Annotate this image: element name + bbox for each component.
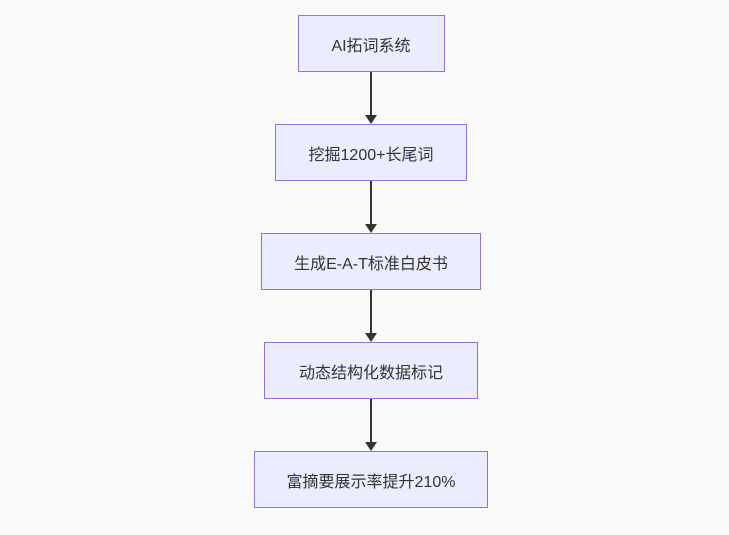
arrowhead-down-icon — [365, 442, 377, 451]
flow-node-label: 挖掘1200+长尾词 — [308, 146, 434, 164]
flow-node-label: 富摘要展示率提升210% — [286, 473, 456, 491]
flow-arrow-3 — [364, 290, 378, 342]
flow-arrow-2 — [364, 181, 378, 233]
flow-node-label: AI拓词系统 — [331, 37, 411, 55]
arrow-line — [370, 290, 372, 333]
flow-node-label: 生成E-A-T标准白皮书 — [294, 255, 448, 273]
flow-node-rich-snippet-rate: 富摘要展示率提升210% — [254, 451, 488, 508]
flow-node-eat-whitepaper: 生成E-A-T标准白皮书 — [261, 233, 481, 290]
arrowhead-down-icon — [365, 115, 377, 124]
flow-node-longtail-mining: 挖掘1200+长尾词 — [275, 124, 467, 181]
arrow-line — [370, 181, 372, 224]
flow-node-ai-keyword-system: AI拓词系统 — [297, 15, 445, 72]
arrow-line — [370, 72, 372, 115]
flowchart: AI拓词系统 挖掘1200+长尾词 生成E-A-T标准白皮书 动态结构化数据标记 — [254, 15, 488, 508]
arrowhead-down-icon — [365, 224, 377, 233]
flow-arrow-1 — [364, 72, 378, 124]
flow-node-structured-data-markup: 动态结构化数据标记 — [264, 342, 478, 399]
flow-node-label: 动态结构化数据标记 — [298, 364, 443, 382]
arrow-line — [370, 399, 372, 442]
arrowhead-down-icon — [365, 333, 377, 342]
flow-arrow-4 — [364, 399, 378, 451]
